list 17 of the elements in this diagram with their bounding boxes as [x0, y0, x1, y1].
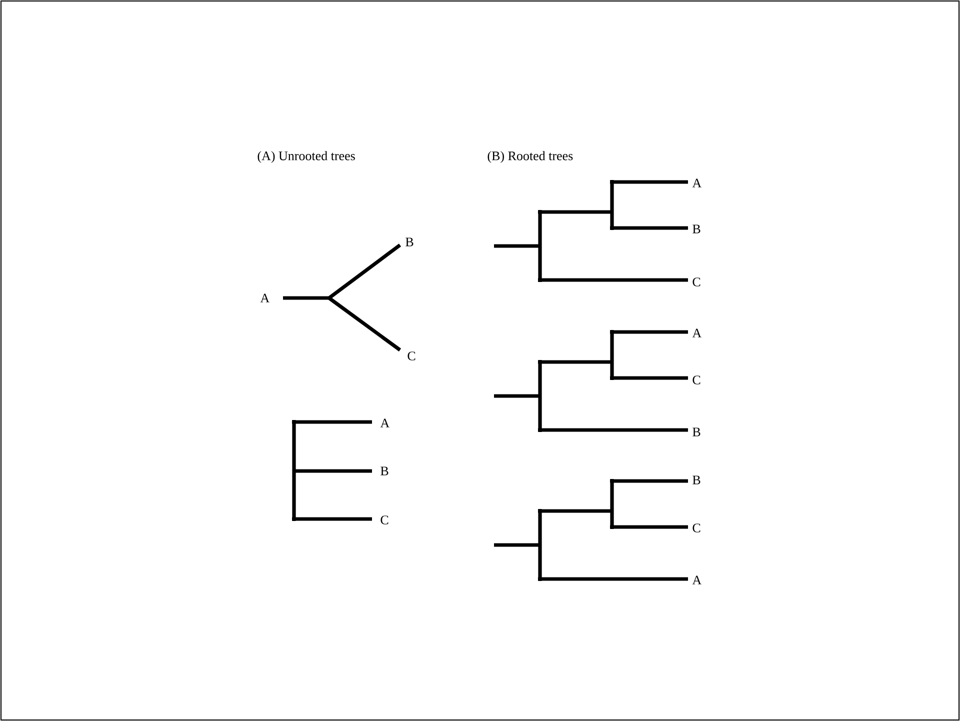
leaf-label: A: [692, 576, 702, 584]
panel-heading: (B) Rooted trees: [488, 151, 573, 163]
leaf-label: C: [692, 278, 700, 286]
leaf-label: B: [380, 466, 388, 476]
leaf-label: B: [692, 224, 700, 234]
leaf-label: C: [408, 352, 416, 360]
leaf-label: A: [692, 328, 702, 338]
leaf-label: A: [692, 178, 702, 188]
leaf-label: B: [692, 428, 700, 436]
leaf-label: B: [692, 476, 700, 484]
leaf-label: B: [406, 238, 414, 246]
leaf-label: C: [692, 376, 700, 384]
leaf-label: A: [380, 418, 390, 428]
leaf-label: A: [260, 294, 270, 302]
leaf-label: C: [692, 524, 700, 532]
leaf-label: C: [380, 516, 388, 524]
panel-heading: (A) Unrooted trees: [258, 151, 355, 163]
